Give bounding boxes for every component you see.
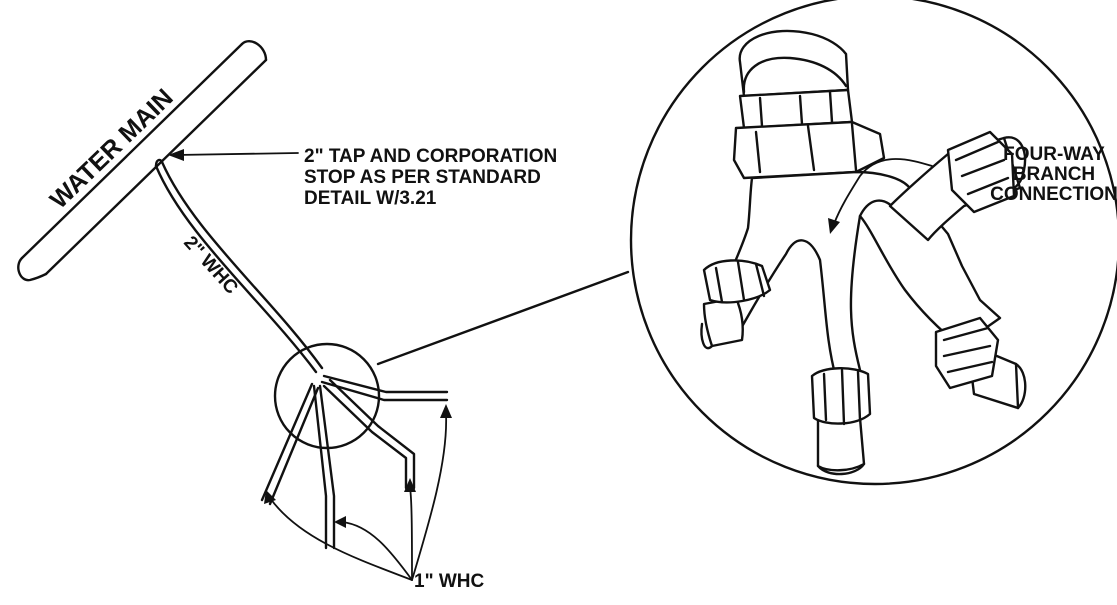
service-pipe-2in bbox=[154, 158, 324, 374]
water-main-label: WATER MAIN bbox=[45, 84, 179, 215]
branch-pipes-label: 1" WHC bbox=[414, 571, 485, 592]
tap-note-line-3: DETAIL W/3.21 bbox=[304, 188, 437, 209]
branch-pipes bbox=[260, 374, 449, 550]
connection-leader-arrow bbox=[828, 158, 933, 234]
tap-leader-arrow bbox=[168, 149, 299, 161]
tap-note: 2" TAP AND CORPORATION STOP AS PER STAND… bbox=[304, 146, 557, 209]
water-main-pipe bbox=[17, 39, 268, 282]
enlarged-detail-circle bbox=[629, 0, 1117, 486]
branch-leader-arrows bbox=[264, 404, 452, 581]
tap-note-line-1: 2" TAP AND CORPORATION bbox=[304, 146, 557, 167]
connection-note: FOUR-WAY BRANCH CONNECTION bbox=[990, 144, 1117, 205]
four-way-branch-fitting bbox=[700, 29, 1027, 476]
tap-note-line-2: STOP AS PER STANDARD bbox=[304, 167, 541, 188]
service-pipe-label: 2" WHC bbox=[179, 232, 242, 298]
connection-label-line-2: BRANCH bbox=[1013, 164, 1095, 185]
connection-label-line-3: CONNECTION bbox=[990, 184, 1117, 205]
connection-label-line-1: FOUR-WAY bbox=[1003, 144, 1105, 165]
detail-callout-circle bbox=[273, 342, 381, 450]
detail-connector-line bbox=[376, 270, 630, 366]
